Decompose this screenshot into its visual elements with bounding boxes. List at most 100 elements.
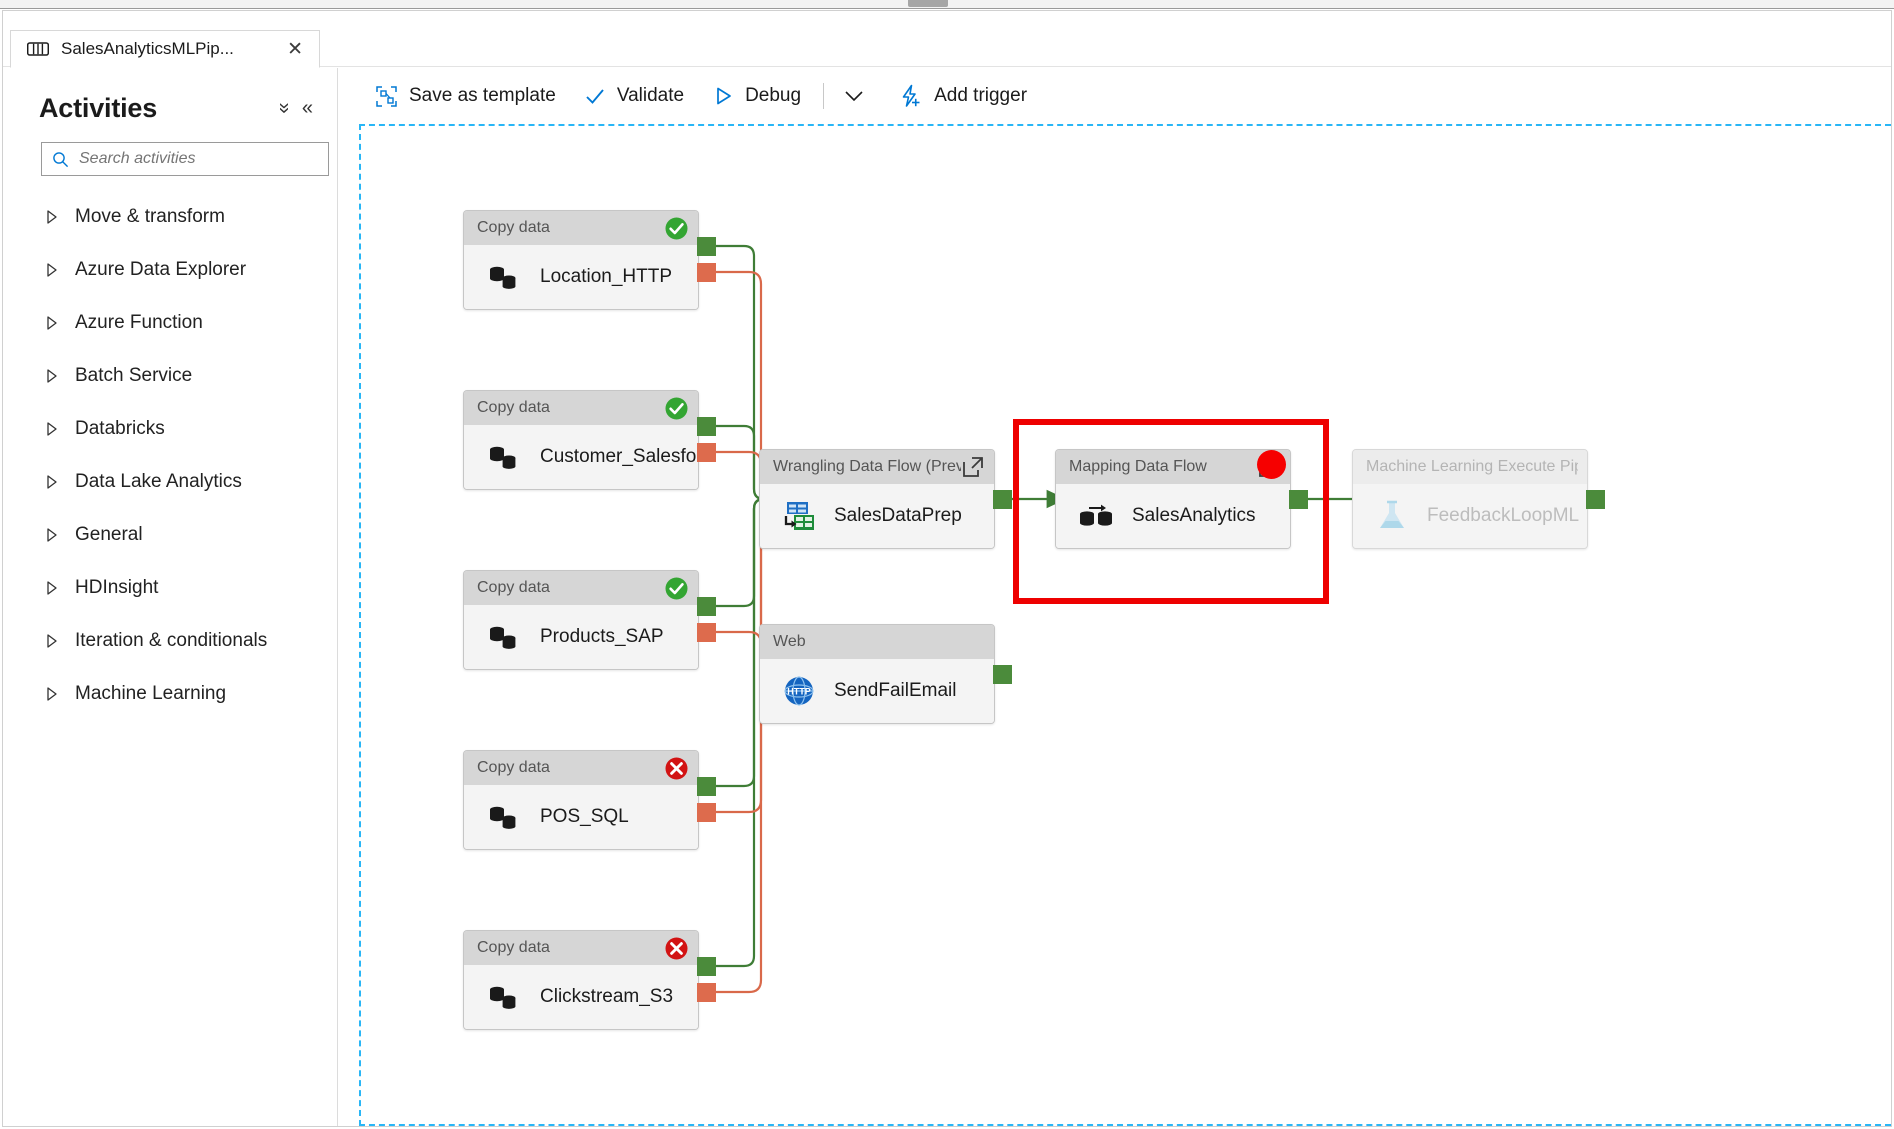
node-name-label: FeedbackLoopML: [1427, 505, 1580, 526]
sidebar-item-label: Azure Function: [75, 311, 203, 333]
node-header: Mapping Data Flow: [1056, 450, 1290, 484]
node-port-success-feedbackloopml[interactable]: [1586, 490, 1605, 509]
node-port-failure-location-http[interactable]: [697, 263, 716, 282]
node-port-success-products-sap[interactable]: [697, 597, 716, 616]
sidebar-item-batch-service[interactable]: Batch Service: [3, 349, 338, 402]
node-port-success-salesanalytics[interactable]: [1289, 490, 1308, 509]
sidebar-item-machine-learning[interactable]: Machine Learning: [3, 667, 338, 720]
node-type-label: Copy data: [477, 759, 550, 776]
activity-node-feedbackloopml[interactable]: Machine Learning Execute PipelineFeedbac…: [1352, 449, 1588, 549]
node-type-label: Machine Learning Execute Pipeline: [1366, 458, 1578, 475]
tab-pipeline[interactable]: SalesAnalyticsMLPip... ✕: [10, 30, 320, 68]
debug-options-chevron-down-icon[interactable]: [832, 76, 876, 116]
copy-data-icon: [490, 266, 516, 289]
node-type-label: Copy data: [477, 939, 550, 956]
ml-flask-icon: [1380, 500, 1404, 528]
node-header: Copy data: [464, 571, 698, 605]
node-port-success-sendfailemail[interactable]: [993, 665, 1012, 684]
success-edges: [712, 244, 1373, 968]
status-success-icon: [665, 577, 688, 599]
sidebar-item-move-transform[interactable]: Move & transform: [3, 190, 338, 243]
node-header: Copy data: [464, 391, 698, 425]
node-name-label: Location_HTTP: [540, 266, 673, 287]
node-port-success-clickstream-s3[interactable]: [697, 957, 716, 976]
node-type-label: Web: [773, 633, 806, 650]
sidebar-item-label: Machine Learning: [75, 682, 227, 704]
add-trigger-button[interactable]: Add trigger: [884, 76, 1041, 116]
sidebar-item-azure-data-explorer[interactable]: Azure Data Explorer: [3, 243, 338, 296]
activity-node-salesdataprep[interactable]: Wrangling Data Flow (Preview)SalesDataPr…: [759, 449, 995, 549]
node-name-label: POS_SQL: [540, 806, 629, 827]
node-body: FeedbackLoopML: [1353, 484, 1587, 548]
debug-button[interactable]: Debug: [698, 76, 815, 116]
save-as-template-button[interactable]: Save as template: [361, 76, 570, 116]
sidebar-item-databricks[interactable]: Databricks: [3, 402, 338, 455]
search-icon: [53, 151, 69, 167]
search-input[interactable]: [77, 149, 307, 169]
collapse-all-icon[interactable]: »: [273, 102, 296, 114]
node-type-label: Copy data: [477, 399, 550, 416]
sidebar-item-label: HDInsight: [75, 576, 159, 598]
play-icon: [717, 87, 731, 105]
status-success-icon: [665, 397, 688, 419]
validate-label: Validate: [616, 85, 685, 106]
copy-data-icon: [490, 626, 516, 649]
node-port-success-location-http[interactable]: [697, 237, 716, 256]
node-type-label: Mapping Data Flow: [1069, 458, 1207, 475]
node-port-success-pos-sql[interactable]: [697, 777, 716, 796]
tab-title: SalesAnalyticsMLPip...: [61, 39, 234, 58]
node-port-failure-clickstream-s3[interactable]: [697, 983, 716, 1002]
node-type-label: Copy data: [477, 219, 550, 236]
node-port-failure-customer-salesforce[interactable]: [697, 443, 716, 462]
node-header: Web: [760, 625, 994, 659]
collapse-panel-icon[interactable]: «: [301, 97, 313, 119]
search-box[interactable]: [41, 142, 329, 176]
debug-label: Debug: [745, 85, 802, 106]
node-type-label: Wrangling Data Flow (Preview): [773, 458, 961, 475]
node-type-label: Copy data: [477, 579, 550, 596]
open-in-new-window-icon[interactable]: [961, 455, 985, 479]
node-header: Wrangling Data Flow (Preview): [760, 450, 994, 484]
sidebar-item-general[interactable]: General: [3, 508, 338, 561]
window-top-strip: [0, 0, 1894, 9]
node-port-failure-products-sap[interactable]: [697, 623, 716, 642]
chevron-right-icon: [47, 262, 57, 277]
node-name-label: Clickstream_S3: [540, 986, 674, 1007]
node-name-label: Customer_Salesforce: [540, 446, 698, 467]
sidebar-item-label: Move & transform: [75, 205, 225, 227]
pipeline-toolbar: Save as template Validate Debug: [339, 68, 1891, 124]
chevron-right-icon: [47, 686, 57, 701]
copy-data-icon: [490, 806, 516, 829]
chevron-right-icon: [47, 474, 57, 489]
status-error-icon: [665, 937, 688, 959]
add-trigger-label: Add trigger: [934, 85, 1028, 106]
node-port-failure-pos-sql[interactable]: [697, 803, 716, 822]
copy-data-icon: [490, 446, 516, 469]
sidebar-item-iteration-conditionals[interactable]: Iteration & conditionals: [3, 614, 338, 667]
sidebar-item-data-lake-analytics[interactable]: Data Lake Analytics: [3, 455, 338, 508]
node-header: Copy data: [464, 931, 698, 965]
node-name-label: SalesAnalytics: [1132, 505, 1256, 526]
node-port-success-customer-salesforce[interactable]: [697, 417, 716, 436]
close-icon[interactable]: ✕: [287, 38, 303, 60]
node-port-success-salesdataprep[interactable]: [993, 490, 1012, 509]
chevron-right-icon: [47, 368, 57, 383]
chevron-right-icon: [47, 527, 57, 542]
sidebar-item-azure-function[interactable]: Azure Function: [3, 296, 338, 349]
canvas-drop-target: [359, 124, 1891, 1126]
sidebar-item-hdinsight[interactable]: HDInsight: [3, 561, 338, 614]
activities-header: Activities » «: [39, 88, 319, 128]
validate-button[interactable]: Validate: [570, 76, 698, 116]
sidebar-item-label: Azure Data Explorer: [75, 258, 247, 280]
status-success-icon: [665, 217, 688, 239]
